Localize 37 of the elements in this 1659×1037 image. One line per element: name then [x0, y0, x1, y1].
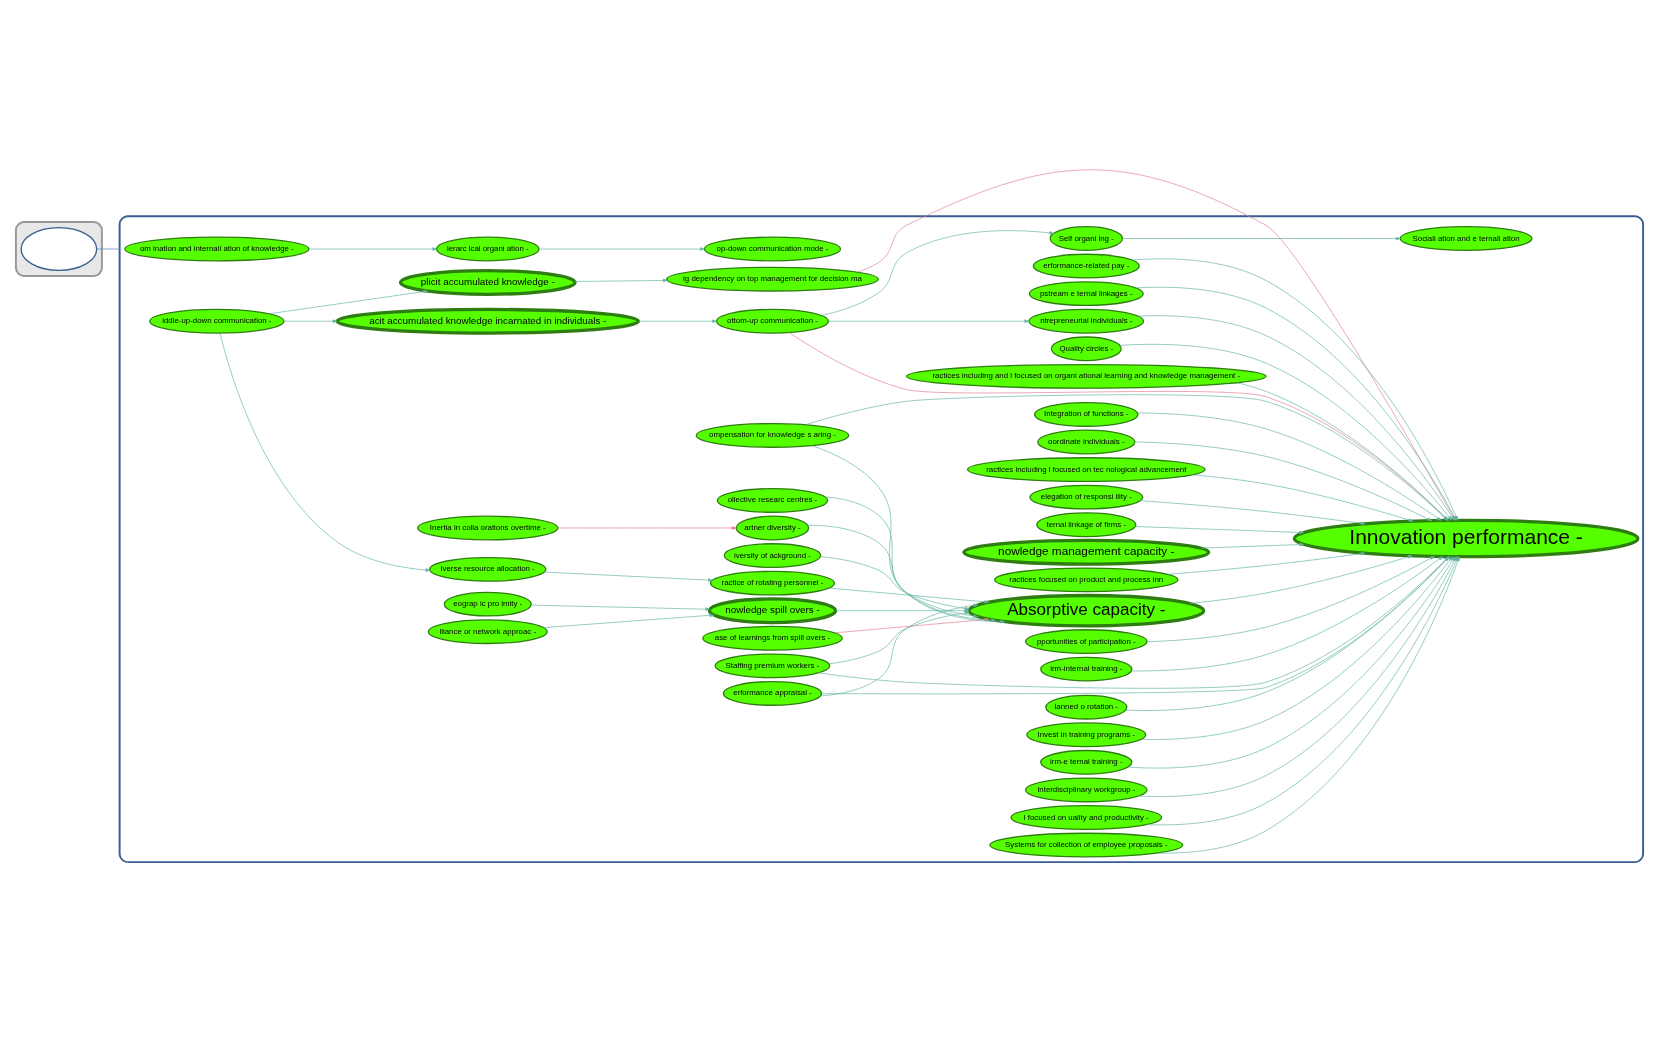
arrow — [308, 247, 437, 251]
arrow — [1146, 555, 1435, 643]
arrow — [828, 587, 990, 604]
arrow — [1122, 236, 1401, 241]
arrow — [538, 247, 705, 251]
arrow — [1139, 500, 1366, 526]
arrow — [820, 603, 978, 697]
node-ellipse: Absorptive capacity - — [967, 593, 1206, 628]
arrow — [219, 332, 431, 572]
arrow — [1134, 526, 1304, 535]
arrow — [820, 556, 970, 611]
arrow — [807, 524, 978, 618]
arrow — [821, 230, 1054, 316]
arrow — [828, 319, 1030, 323]
arrow — [1166, 551, 1366, 575]
arrow — [574, 278, 668, 283]
cluster — [14, 221, 103, 277]
arrow — [268, 289, 428, 315]
arrow — [1192, 474, 1414, 522]
arrow — [1200, 542, 1304, 549]
arrow — [544, 571, 713, 582]
arrow — [557, 526, 737, 530]
arrow — [543, 613, 715, 628]
node-ellipse — [20, 227, 98, 271]
arrow — [835, 609, 969, 613]
connector — [96, 248, 120, 250]
node-ellipse: acit accumulated knowledge incarnated in individuals - — [335, 307, 641, 335]
cluster — [118, 215, 1645, 864]
arrow — [283, 319, 338, 323]
node-ellipse: nowledge management capacity - — [962, 538, 1211, 566]
arrow — [531, 604, 710, 611]
arrow — [638, 319, 717, 323]
arrow — [828, 611, 970, 665]
arrow — [1130, 556, 1443, 672]
arrow — [1134, 441, 1432, 522]
arrow — [1189, 555, 1413, 604]
arrow — [1137, 412, 1442, 521]
